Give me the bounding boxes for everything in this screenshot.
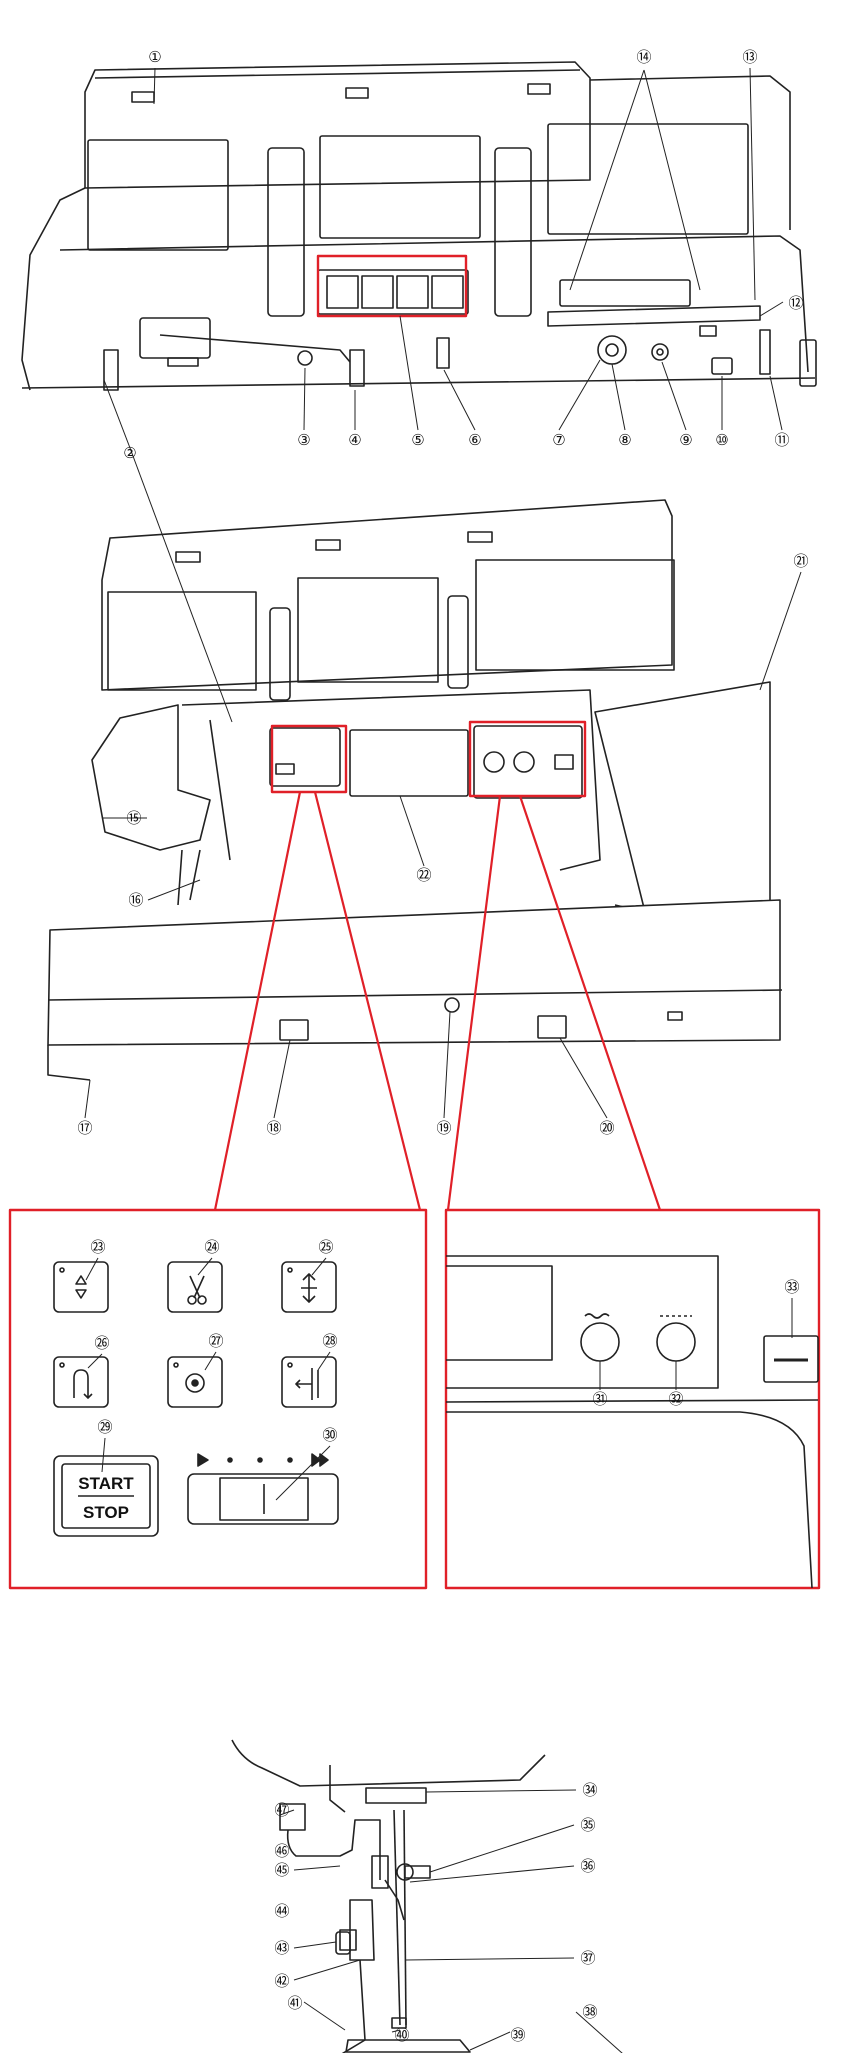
callout-8: ⑧: [618, 431, 631, 449]
callout-19: ⑲: [436, 1119, 451, 1137]
callout-39: ㊴: [510, 2026, 525, 2044]
callout-41: ㊶: [287, 1994, 302, 2012]
start-stop-button[interactable]: [53, 1455, 159, 1537]
callout-40: ㊵: [394, 2026, 409, 2044]
machine-top-view: [21, 61, 817, 391]
power-switch[interactable]: [763, 1335, 819, 1383]
stop-label: STOP: [83, 1503, 129, 1522]
thread-cutter-button[interactable]: [167, 1261, 223, 1313]
lock-stitch-icon: [73, 1369, 93, 1399]
callout-15: ⑮: [126, 809, 141, 827]
button-panel-zoom: [8, 1208, 428, 1590]
callout-43: ㊸: [274, 1939, 289, 1957]
up-down-arrow-icon: [75, 1275, 87, 1299]
callout-34: ㉞: [582, 1781, 597, 1799]
callout-1: ①: [148, 48, 161, 66]
callout-38: ㊳: [582, 2003, 597, 2021]
auto-lock-button[interactable]: [167, 1356, 223, 1408]
callout-46: ㊻: [274, 1842, 289, 1860]
callout-11: ⑪: [774, 431, 789, 449]
leader-lines: [84, 67, 802, 2053]
callout-29: ㉙: [97, 1418, 112, 1436]
scissors-icon: [189, 1275, 205, 1299]
needle-up-down-button[interactable]: [53, 1261, 109, 1313]
right-panel-zoom: [444, 1208, 821, 1590]
callout-21: ㉑: [793, 552, 808, 570]
callout-27: ㉗: [208, 1332, 223, 1350]
callout-25: ㉕: [318, 1238, 333, 1256]
dial-31[interactable]: [580, 1322, 620, 1362]
lock-stitch-button[interactable]: [281, 1356, 337, 1408]
reverse-button[interactable]: [53, 1356, 109, 1408]
callout-44: ㊹: [274, 1902, 289, 1920]
left-buttons-highlight: [270, 724, 348, 794]
callout-42: ㊷: [274, 1972, 289, 1990]
callout-35: ㉟: [580, 1816, 595, 1834]
top-controls-highlight: [316, 254, 468, 318]
machine-front-view: [47, 499, 783, 1081]
callout-13: ⑬: [742, 48, 757, 66]
callout-2: ②: [123, 444, 136, 462]
presser-foot-button[interactable]: [281, 1261, 337, 1313]
fast-forward-icon: [311, 1453, 329, 1467]
button-panel-art: [53, 1261, 339, 1537]
dial-32[interactable]: [656, 1322, 696, 1362]
speed-slider[interactable]: [187, 1473, 339, 1525]
needle-up-down-icon: [301, 1273, 317, 1303]
callout-6: ⑥: [468, 431, 481, 449]
callout-18: ⑱: [266, 1119, 281, 1137]
callout-26: ㉖: [94, 1334, 109, 1352]
callout-20: ⑳: [599, 1119, 614, 1137]
callout-12: ⑫: [788, 294, 803, 312]
callout-24: ㉔: [204, 1238, 219, 1256]
callout-30: ㉚: [322, 1426, 337, 1444]
callout-28: ㉘: [322, 1332, 337, 1350]
callout-17: ⑰: [77, 1119, 92, 1137]
callout-23: ㉓: [90, 1238, 105, 1256]
callout-3: ③: [297, 431, 310, 449]
reverse-icon: [295, 1368, 319, 1400]
zoom-lines-left: [213, 791, 422, 1211]
callout-9: ⑨: [679, 431, 692, 449]
callout-32: ㉜: [668, 1390, 683, 1408]
callout-22: ㉒: [416, 866, 431, 884]
auto-lock-icon: [185, 1373, 205, 1393]
callout-14: ⑭: [636, 48, 651, 66]
presser-foot-detail: [231, 1739, 546, 2053]
callout-numbers: ① ② ③ ④ ⑤ ⑥ ⑦ ⑧ ⑨ ⑩ ⑪ ⑫ ⑬ ⑭ ⑮ ⑯ ⑰ ⑱ ⑲ ⑳ …: [77, 48, 808, 2044]
right-controls-highlight: [468, 720, 587, 798]
start-label: START: [78, 1474, 134, 1493]
callout-33: ㉝: [784, 1278, 799, 1296]
callout-4: ④: [348, 431, 361, 449]
callout-31: ㉛: [592, 1390, 607, 1408]
play-icon: [197, 1453, 209, 1467]
callout-37: ㊲: [580, 1949, 595, 1967]
callout-36: ㊱: [580, 1857, 595, 1875]
callout-16: ⑯: [128, 891, 143, 909]
callout-10: ⑩: [715, 431, 728, 449]
zoom-lines-right: [446, 795, 662, 1211]
right-panel-art: [445, 1255, 819, 1589]
callout-7: ⑦: [552, 431, 565, 449]
callout-47: ㊼: [274, 1801, 289, 1819]
callout-45: ㊺: [274, 1861, 289, 1879]
callout-5: ⑤: [411, 431, 424, 449]
